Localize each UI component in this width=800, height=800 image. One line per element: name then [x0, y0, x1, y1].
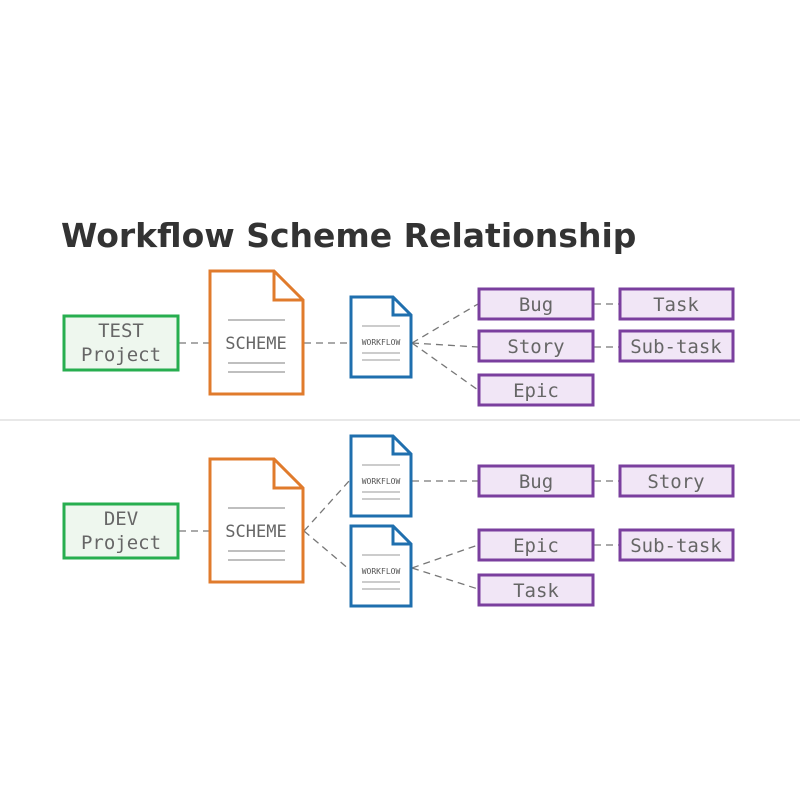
- workflow-document-icon: WORKFLOW: [349, 524, 413, 608]
- issue-type-label: Epic: [513, 535, 559, 557]
- workflow-document-icon: WORKFLOW: [349, 295, 413, 379]
- issue-type-story: Story: [477, 329, 595, 363]
- issue-type-task: Task: [618, 287, 735, 321]
- project-box-dev: DEV Project: [62, 502, 180, 560]
- issue-type-label: Task: [513, 580, 559, 602]
- project-box-test: TEST Project: [62, 314, 180, 372]
- scheme-document-icon: SCHEME: [208, 269, 305, 396]
- issue-type-epic: Epic: [477, 528, 595, 562]
- project-label: Project: [81, 344, 161, 366]
- connector-workflow-to-task: [411, 567, 479, 590]
- connector-workflow-to-epic: [411, 342, 479, 391]
- connector-workflow-to-bug: [411, 303, 479, 344]
- connector-workflow-to-epic: [411, 544, 479, 569]
- scheme-document-icon: SCHEME: [208, 457, 305, 584]
- issue-type-task: Task: [477, 573, 595, 607]
- connector-workflow-to-story: [411, 342, 479, 348]
- scheme-label: SCHEME: [225, 334, 286, 354]
- issue-type-sub-task: Sub-task: [618, 329, 735, 363]
- workflow-label: WORKFLOW: [362, 567, 401, 576]
- issue-type-story: Story: [618, 464, 735, 498]
- issue-type-epic: Epic: [477, 373, 595, 407]
- issue-type-bug: Bug: [477, 464, 595, 498]
- project-name: DEV: [104, 508, 138, 530]
- workflow-label: WORKFLOW: [362, 477, 401, 486]
- issue-type-label: Story: [647, 471, 704, 493]
- issue-type-label: Task: [653, 294, 699, 316]
- issue-type-label: Bug: [519, 294, 553, 316]
- issue-type-sub-task: Sub-task: [618, 528, 735, 562]
- issue-type-label: Story: [507, 336, 564, 358]
- issue-type-label: Sub-task: [630, 336, 722, 358]
- workflow-label: WORKFLOW: [362, 338, 401, 347]
- workflow-document-icon: WORKFLOW: [349, 434, 413, 518]
- issue-type-bug: Bug: [477, 287, 595, 321]
- issue-type-label: Epic: [513, 380, 559, 402]
- section-dev: DEV Project SCHEME WORKFLOW: [62, 434, 735, 608]
- project-label: Project: [81, 532, 161, 554]
- connector-scheme-to-workflow-2: [303, 530, 351, 571]
- section-test: TEST Project SCHEME WORKFLOW Bug: [62, 269, 735, 407]
- scheme-label: SCHEME: [225, 522, 286, 542]
- project-name: TEST: [98, 320, 144, 342]
- issue-type-label: Bug: [519, 471, 553, 493]
- connector-scheme-to-workflow-1: [303, 479, 351, 532]
- issue-type-label: Sub-task: [630, 535, 722, 557]
- diagram-title: Workflow Scheme Relationship: [61, 216, 636, 255]
